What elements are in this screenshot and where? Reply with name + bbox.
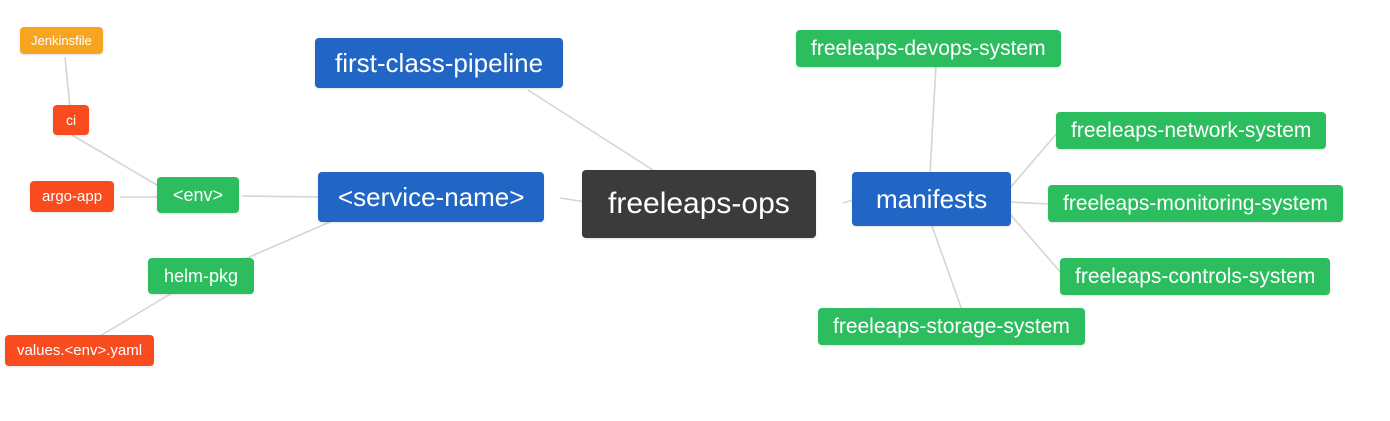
- node-argo-app[interactable]: argo-app: [30, 181, 115, 212]
- edge-ci-env: [71, 134, 163, 189]
- node-freeleaps-devops-system[interactable]: freeleaps-devops-system: [796, 30, 1061, 67]
- node-ci[interactable]: ci: [53, 105, 90, 135]
- node-first-class-pipeline[interactable]: first-class-pipeline: [315, 38, 564, 88]
- node-freeleaps-ops[interactable]: freeleaps-ops: [582, 170, 816, 238]
- edge-helm-pkg-service-name: [237, 220, 333, 263]
- node-freeleaps-network-system[interactable]: freeleaps-network-system: [1056, 112, 1327, 149]
- edge-env-service-name: [241, 195, 321, 198]
- node-manifests[interactable]: manifests: [852, 172, 1012, 226]
- node-helm-pkg[interactable]: helm-pkg: [148, 258, 255, 294]
- edge-manifests-network: [1009, 131, 1059, 189]
- node-freeleaps-storage-system[interactable]: freeleaps-storage-system: [818, 308, 1085, 345]
- edge-jenkinsfile-ci: [64, 56, 71, 108]
- node-values-env-yaml[interactable]: values.<env>.yaml: [5, 335, 155, 366]
- edge-manifests-controls: [1009, 213, 1063, 275]
- edge-manifests-devops: [929, 63, 937, 175]
- node-freeleaps-controls-system[interactable]: freeleaps-controls-system: [1060, 258, 1331, 295]
- node-jenkinsfile[interactable]: Jenkinsfile: [20, 27, 103, 54]
- node-env[interactable]: <env>: [157, 177, 240, 213]
- edge-manifests-storage: [931, 225, 963, 311]
- edge-service-name-freeleaps-ops: [559, 197, 587, 203]
- edge-manifests-monitoring: [1009, 201, 1051, 205]
- edge-pipeline-freeleaps-ops: [527, 89, 657, 173]
- node-freeleaps-monitoring-system[interactable]: freeleaps-monitoring-system: [1048, 185, 1343, 222]
- edge-values-helm-pkg: [99, 292, 173, 337]
- node-service-name[interactable]: <service-name>: [318, 172, 545, 222]
